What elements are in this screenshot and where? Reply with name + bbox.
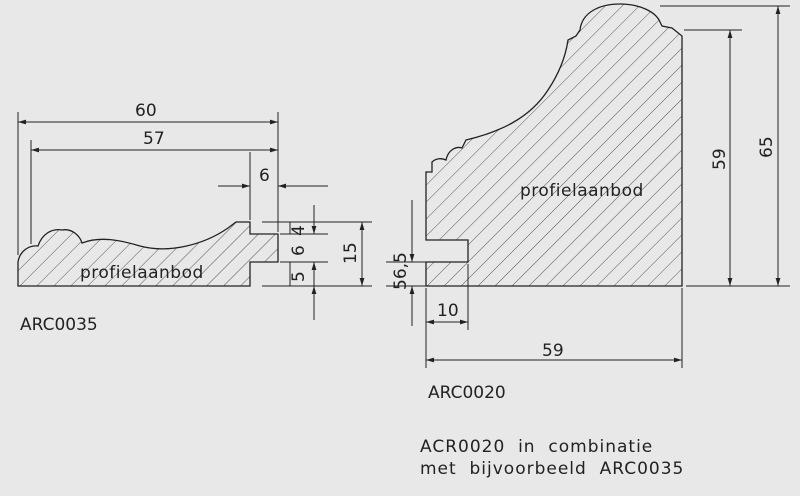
dim-overall-width: 60 xyxy=(135,101,157,121)
watermark-large: profielaanbod xyxy=(520,181,644,201)
profile-arc0035: profielaanbod 60 57 6 4 6 5 15 ARC0035 xyxy=(17,101,372,335)
dim-groove-depth-small: 6 xyxy=(259,166,270,186)
dim-width-large: 59 xyxy=(542,341,564,361)
dim-groove-position: 56,5 xyxy=(391,252,411,290)
dim-groove-depth-large: 10 xyxy=(437,301,459,321)
watermark-small: profielaanbod xyxy=(80,263,204,283)
dim-total-height-small: 15 xyxy=(341,242,361,264)
dim-top-gap: 4 xyxy=(289,225,309,236)
dim-inner-height-large: 59 xyxy=(710,148,730,170)
profile-code-large: ARC0020 xyxy=(428,383,506,403)
profile-code-small: ARC0035 xyxy=(20,315,98,335)
dim-total-height-large: 65 xyxy=(757,136,777,158)
dim-inner-width: 57 xyxy=(143,129,165,149)
dim-bottom-gap: 5 xyxy=(289,271,309,282)
profile-arc0020-shape xyxy=(425,3,683,287)
profile-arc0035-shape xyxy=(17,221,279,287)
note-line-1: ACR0020 in combinatie xyxy=(420,437,653,457)
note-line-2: met bijvoorbeeld ARC0035 xyxy=(420,459,684,479)
profile-arc0020: profielaanbod 59 65 56,5 10 59 ARC0020 xyxy=(386,3,790,403)
dim-groove-height: 6 xyxy=(289,245,309,256)
